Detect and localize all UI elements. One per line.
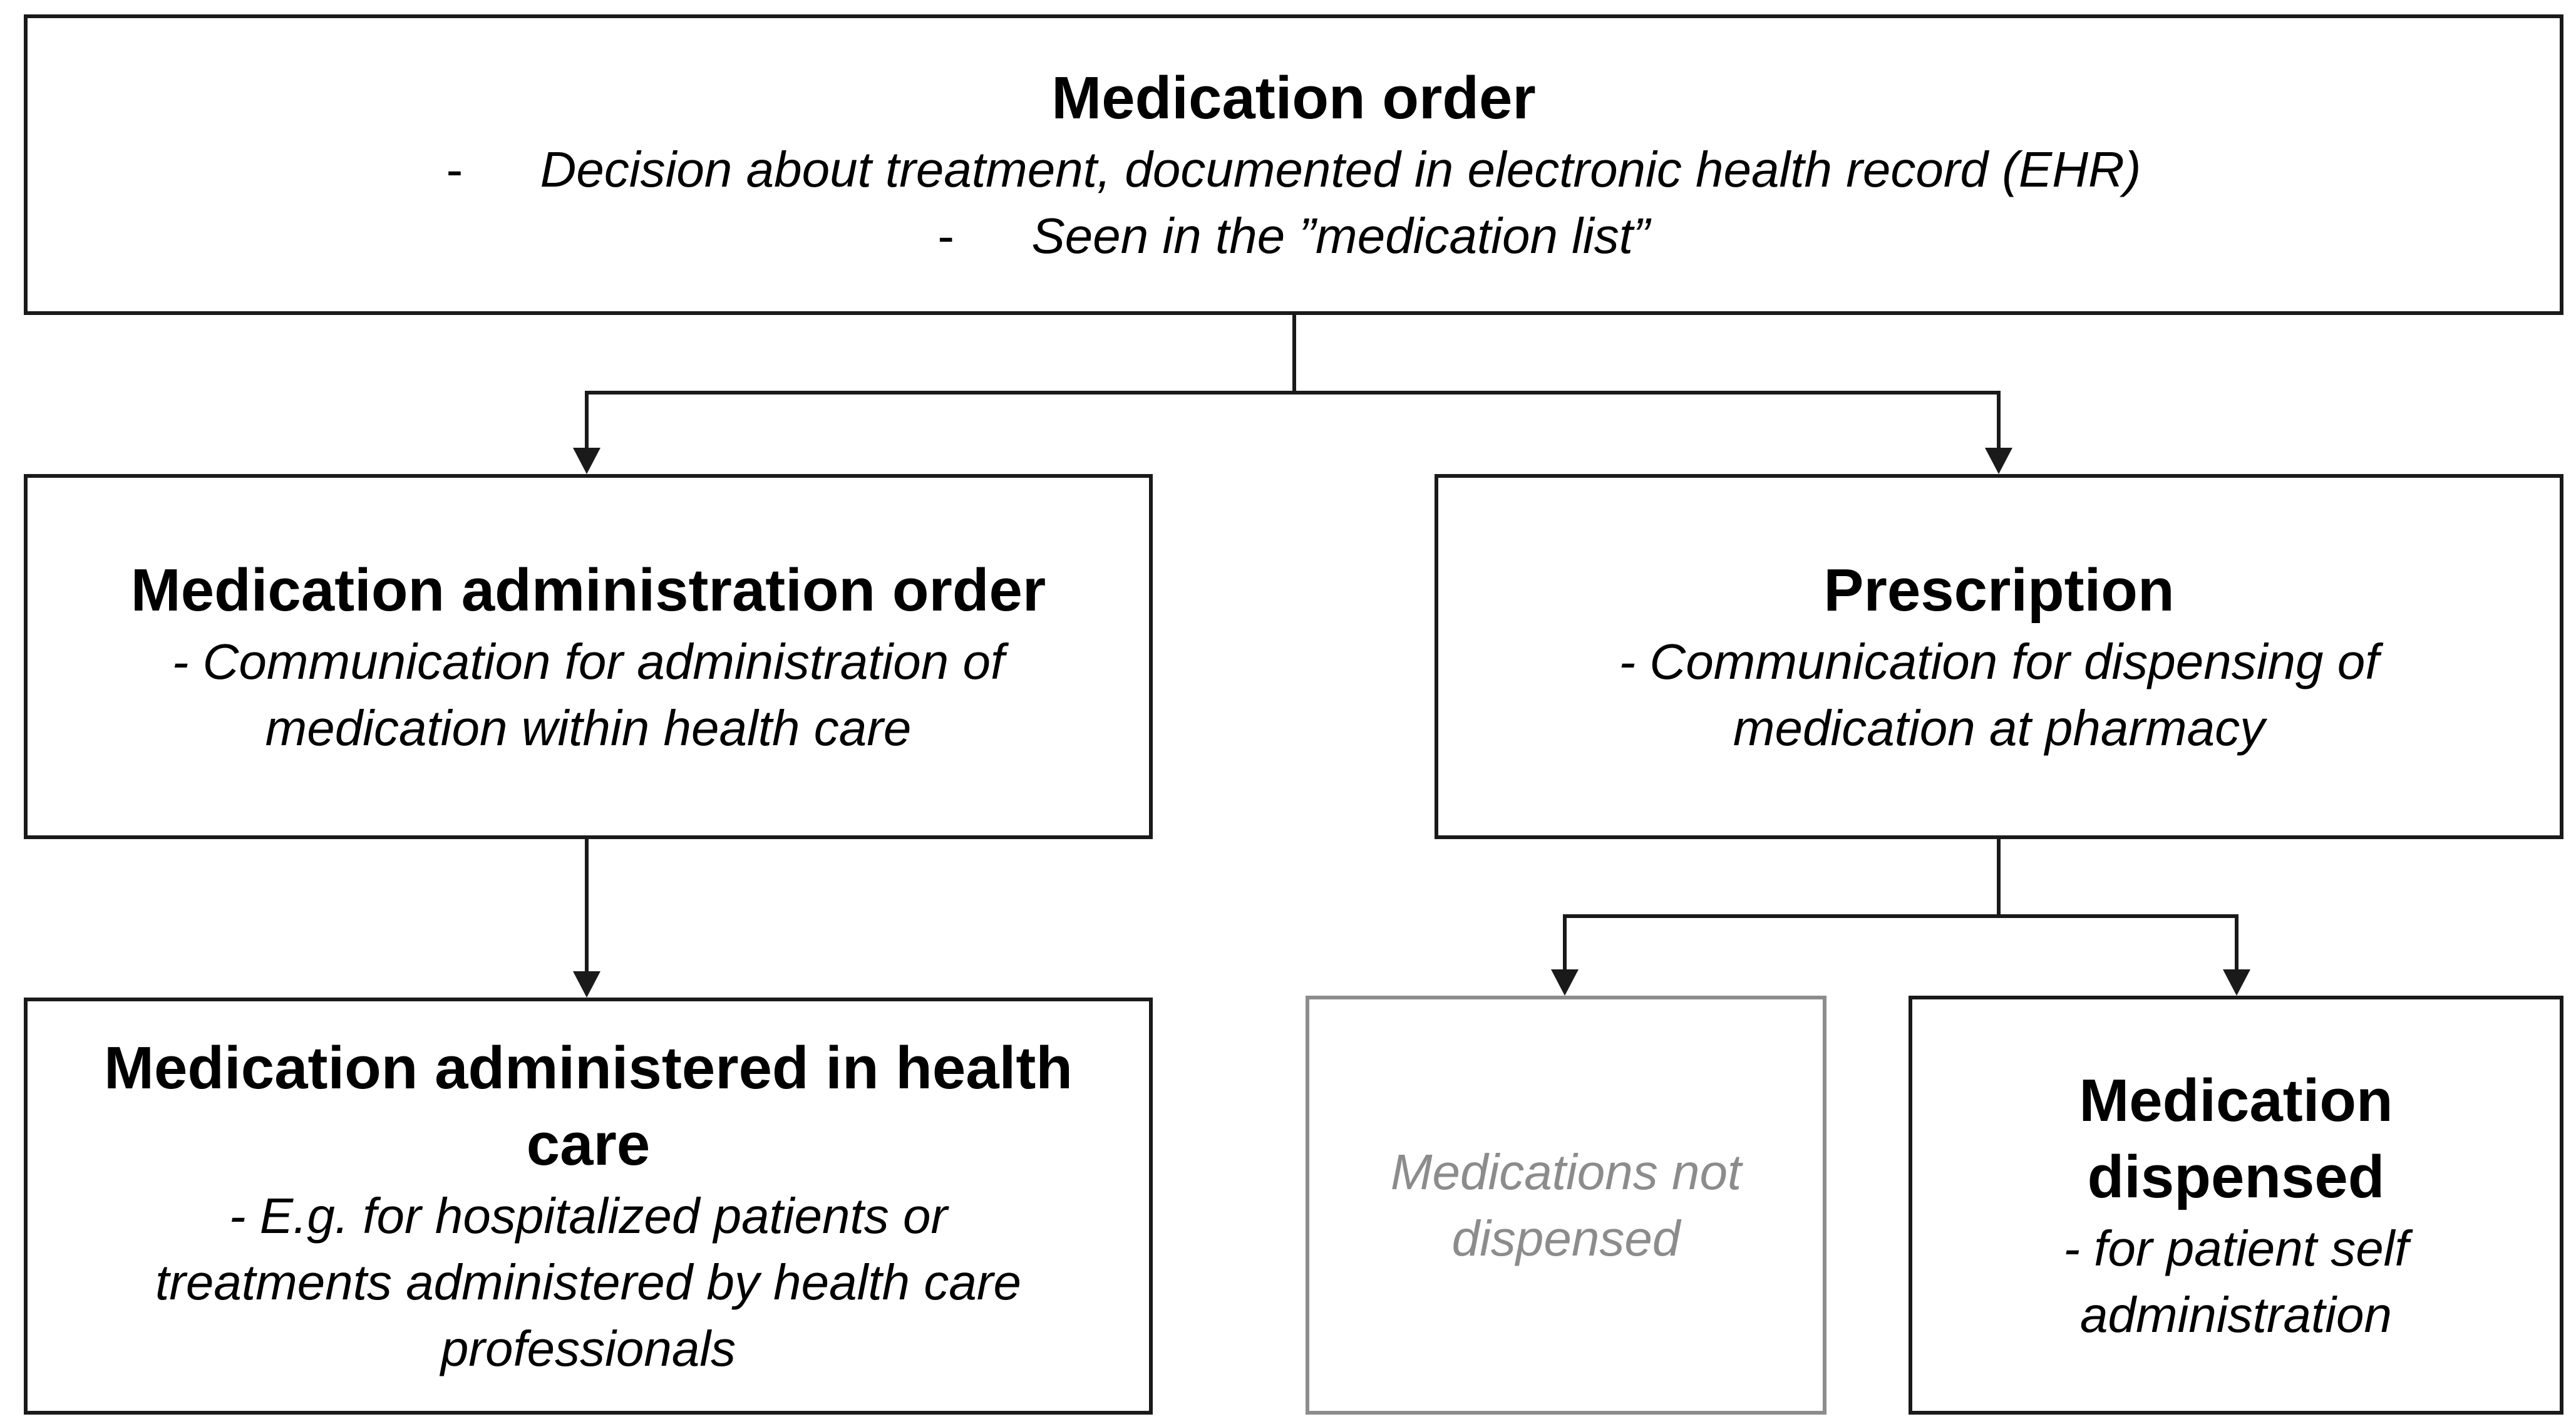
medication-order-box: Medication order - Decision about treatme… <box>24 14 2563 315</box>
description-line: medication at pharmacy <box>1733 699 2265 756</box>
administered-title: Medication administered in health care <box>104 1030 1073 1183</box>
description-line: - E.g. for hospitalized patients or <box>229 1188 948 1244</box>
description-line: - Communication for dispensing of <box>1619 633 2379 689</box>
dispensed-description: - for patient self administration <box>2063 1215 2408 1348</box>
bullet-marker: - <box>937 208 955 264</box>
title-line: dispensed <box>2087 1143 2385 1210</box>
not-dispensed-label: Medications not dispensed <box>1391 1139 1741 1272</box>
administration-order-description: - Communication for administration of me… <box>172 629 1004 761</box>
bullet-text: Seen in the ”medication list” <box>1031 208 1650 264</box>
arrowhead-prescription <box>1985 448 2012 474</box>
description-line: Medications not <box>1390 1143 1742 1200</box>
prescription-description: - Communication for dispensing of medica… <box>1619 629 2379 761</box>
title-line: care <box>526 1111 651 1178</box>
medication-order-bullet: - Seen in the ”medication list” <box>446 203 2141 269</box>
medication-order-bullets: - Decision about treatment, documented in… <box>446 137 2141 269</box>
medication-order-title: Medication order <box>1051 64 1536 132</box>
title-line: Medication administered in health <box>104 1034 1073 1102</box>
description-line: administration <box>2079 1286 2392 1343</box>
administered-box: Medication administered in health care -… <box>24 998 1153 1415</box>
not-dispensed-box: Medications not dispensed <box>1306 996 1826 1415</box>
bullet-text: Decision about treatment, documented in … <box>540 142 2141 197</box>
description-line: dispensed <box>1451 1210 1681 1266</box>
description-line: - for patient self <box>2063 1220 2409 1276</box>
administration-order-box: Medication administration order - Commun… <box>24 474 1153 839</box>
medication-order-bullet: - Decision about treatment, documented in… <box>446 137 2141 203</box>
administration-order-title: Medication administration order <box>130 556 1046 624</box>
title-line: Medication <box>2079 1066 2393 1134</box>
description-line: treatments administered by health care <box>155 1254 1021 1310</box>
prescription-title: Prescription <box>1823 556 2175 624</box>
arrowhead-administered <box>573 971 600 998</box>
description-line: medication within health care <box>265 699 912 756</box>
description-line: - Communication for administration of <box>172 633 1005 689</box>
dispensed-title: Medication dispensed <box>2079 1063 2393 1215</box>
description-line: professionals <box>440 1321 736 1376</box>
bullet-marker: - <box>446 142 463 197</box>
dispensed-box: Medication dispensed - for patient self … <box>1909 996 2563 1415</box>
prescription-box: Prescription - Communication for dispens… <box>1435 474 2563 839</box>
arrowhead-not-dispensed <box>1551 969 1579 996</box>
arrowhead-administration-order <box>573 448 600 474</box>
arrowhead-dispensed <box>2223 969 2250 996</box>
administered-description: - E.g. for hospitalized patients or trea… <box>155 1183 1021 1382</box>
